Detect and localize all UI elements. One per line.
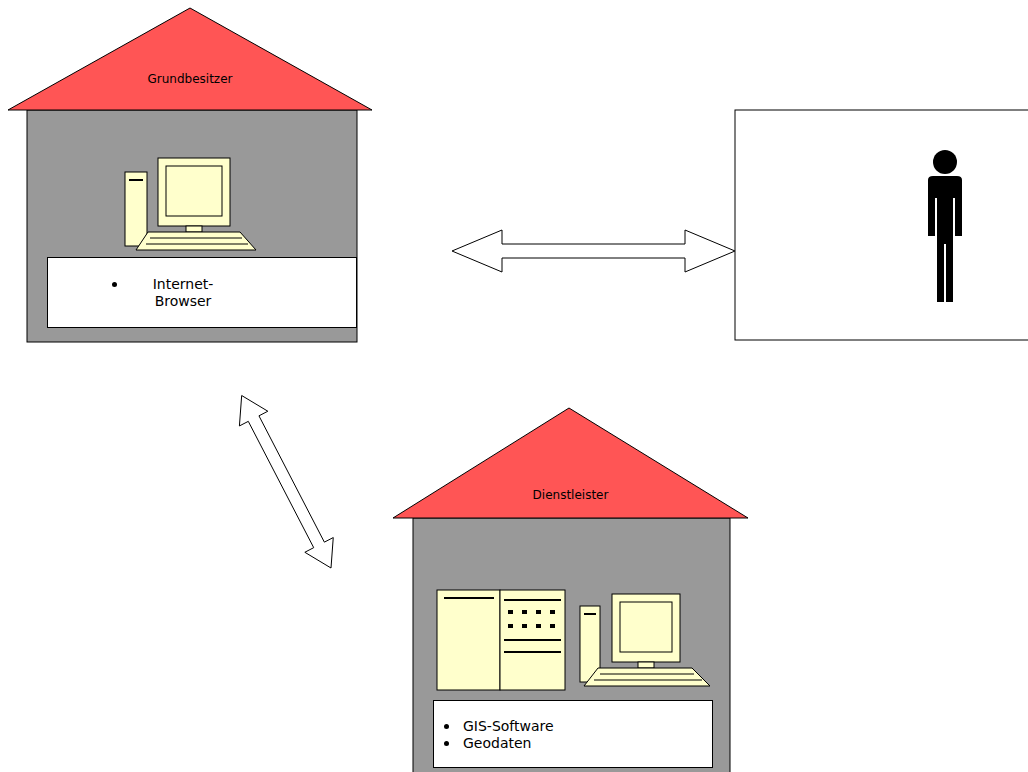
computer-icon [125, 158, 256, 250]
house-body [413, 518, 730, 772]
item-text: Internet-Browser [131, 276, 235, 310]
house-node: GrundbesitzerInternet-Browser [8, 8, 372, 342]
double-arrow [452, 230, 735, 272]
double-arrow-connector [239, 396, 333, 568]
house-label: Grundbesitzer [8, 72, 372, 86]
house-label: Dienstleister [393, 488, 748, 502]
list-item: GIS-Software [444, 718, 704, 735]
bullet-dot [444, 724, 449, 729]
item-text: Geodaten [463, 735, 703, 752]
person-symbol [928, 150, 962, 302]
bullet-dot [112, 282, 117, 287]
list-item: Geodaten [444, 735, 704, 752]
bullet-dot [444, 741, 449, 746]
list-box: Internet-Browser [47, 257, 357, 328]
computer-icon [580, 594, 710, 686]
list-item: Internet-Browser [112, 276, 348, 310]
house-node: DienstleisterGIS-SoftwareGeodaten [393, 408, 748, 772]
list-box: GIS-SoftwareGeodaten [433, 700, 713, 768]
house-roof [393, 408, 748, 518]
item-text: GIS-Software [463, 718, 703, 735]
person-box [735, 110, 1028, 340]
server-icon [437, 590, 565, 690]
house-body [27, 110, 357, 342]
house-roof [8, 8, 372, 110]
